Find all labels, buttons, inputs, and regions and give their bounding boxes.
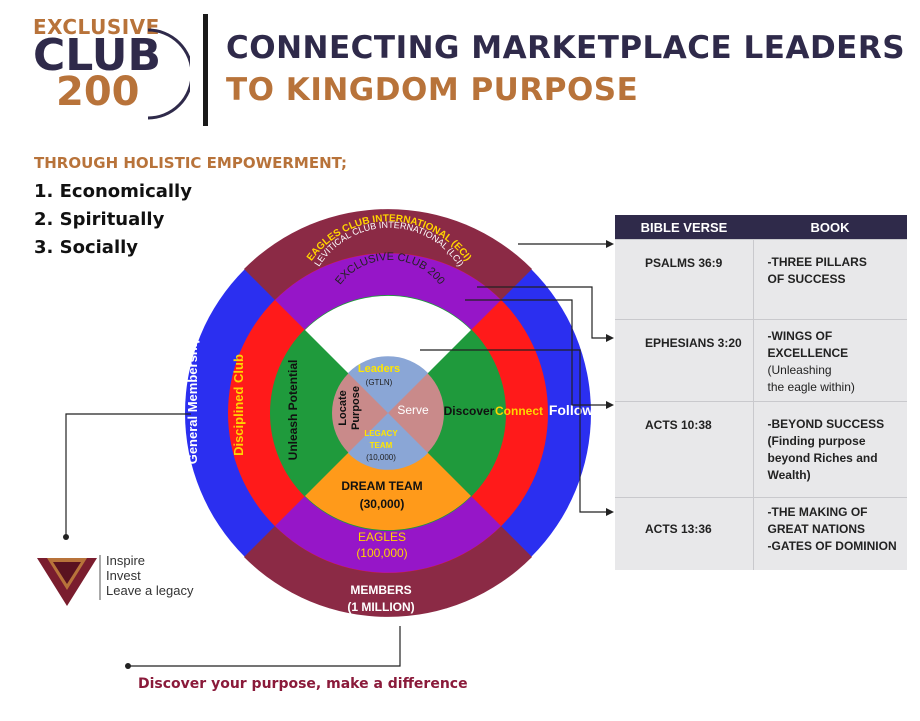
discover-label: Discover [444,404,495,418]
book-cell: -WINGS OF EXCELLENCE (Unleashing the eag… [753,319,907,402]
verse-cell: ACTS 13:36 [615,497,754,570]
leaders-label: Leaders [358,363,400,375]
logo-number-text: 200 [56,69,140,115]
book-subline: (Unleashing [767,363,832,377]
logo-club-text: CLUB [33,30,162,81]
book-cell: -THE MAKING OF GREAT NATIONS -GATES OF D… [753,497,907,570]
logo-arc-icon [147,28,190,120]
legacy-label: LEGACY [364,429,398,438]
book-line: OF SUCCESS [767,272,846,286]
empowerment-item: 3. Socially [34,237,139,258]
verse-cell: ACTS 10:38 [615,401,754,498]
header-divider [203,14,208,126]
dream-team-label: DREAM TEAM [341,479,422,493]
book-line: Wealth) [767,468,811,482]
book-line: GREAT NATIONS [767,522,866,536]
empowerment-heading: THROUGH HOLISTIC EMPOWERMENT; [34,154,348,172]
purpose-label: Purpose [350,386,362,430]
legacy-team-label: TEAM [370,441,393,450]
table-row: ACTS 10:38 -BEYOND SUCCESS (Finding purp… [615,401,907,498]
tagline-inspire: Inspire [106,553,146,568]
connect-label: Connect [495,404,543,418]
connector-lines [65,243,610,667]
column-header-bible-verse: BIBLE VERSE [615,215,753,240]
book-line: (Finding purpose [767,434,866,448]
bible-verse-table: BIBLE VERSE BOOK PSALMS 36:9 -THREE PILL… [615,215,907,570]
table-row: ACTS 13:36 -THE MAKING OF GREAT NATIONS … [615,497,907,570]
page-title-line1: CONNECTING MARKETPLACE LEADERS [226,30,906,66]
column-header-book: BOOK [753,215,907,240]
table-row: EPHESIANS 3:20 -WINGS OF EXCELLENCE (Unl… [615,319,907,402]
leaders-segment [348,356,428,413]
legacy-count-label: (10,000) [366,453,396,462]
disciplined-club-label: Disciplined Club [231,354,246,456]
verse-cell: PSALMS 36:9 [615,239,754,320]
table-header-row: BIBLE VERSE BOOK [615,215,907,240]
eagles-count: (100,000) [356,546,407,560]
serve-label: Serve [397,403,429,417]
general-membership-label: General Membership [185,336,200,465]
vision-anchor-label: VISION ANCHOR@PROGRAMME [288,165,489,216]
tagline-legacy: Leave a legacy [106,583,194,598]
verse-cell: EPHESIANS 3:20 [615,319,754,402]
connector-arrowheads [63,240,614,669]
dream-team-count: (30,000) [360,497,405,511]
page-title-line2: TO KINGDOM PURPOSE [226,72,639,108]
book-line: EXCELLENCE [767,346,849,360]
book-cell: -THREE PILLARS OF SUCCESS [753,239,907,320]
diamond-logo-icon [37,558,97,606]
book-cell: -BEYOND SUCCESS (Finding purpose beyond … [753,401,907,498]
tagline-invest: Invest [106,568,141,583]
legacy-segment [348,413,428,470]
follow-label: Follow [549,402,593,418]
gtln-label: (GTLN) [366,378,393,387]
book-line: -BEYOND SUCCESS [767,417,885,431]
book-line: -GATES OF DOMINION [767,539,897,553]
book-line: -THE MAKING OF [767,505,868,519]
dream-team-segment [305,413,471,531]
exclusive-club-segment [305,295,471,413]
eagles-label: EAGLES [358,530,406,544]
book-subline: the eagle within) [767,380,855,394]
book-line: -THREE PILLARS [767,255,867,269]
empowerment-item: 1. Economically [34,181,192,202]
book-line: -WINGS OF [767,329,833,343]
locate-label: Locate [337,390,349,425]
book-line: beyond Riches and [767,451,878,465]
unleash-potential-label: Unleash Potential [286,360,300,461]
table-row: PSALMS 36:9 -THREE PILLARS OF SUCCESS [615,239,907,320]
footer-slogan: Discover your purpose, make a difference [138,676,468,692]
logo-exclusive-text: EXCLUSIVE [33,15,160,39]
empowerment-item: 2. Spiritually [34,209,165,230]
members-label: MEMBERS [350,583,411,597]
members-count: (1 MILLION) [347,600,414,614]
